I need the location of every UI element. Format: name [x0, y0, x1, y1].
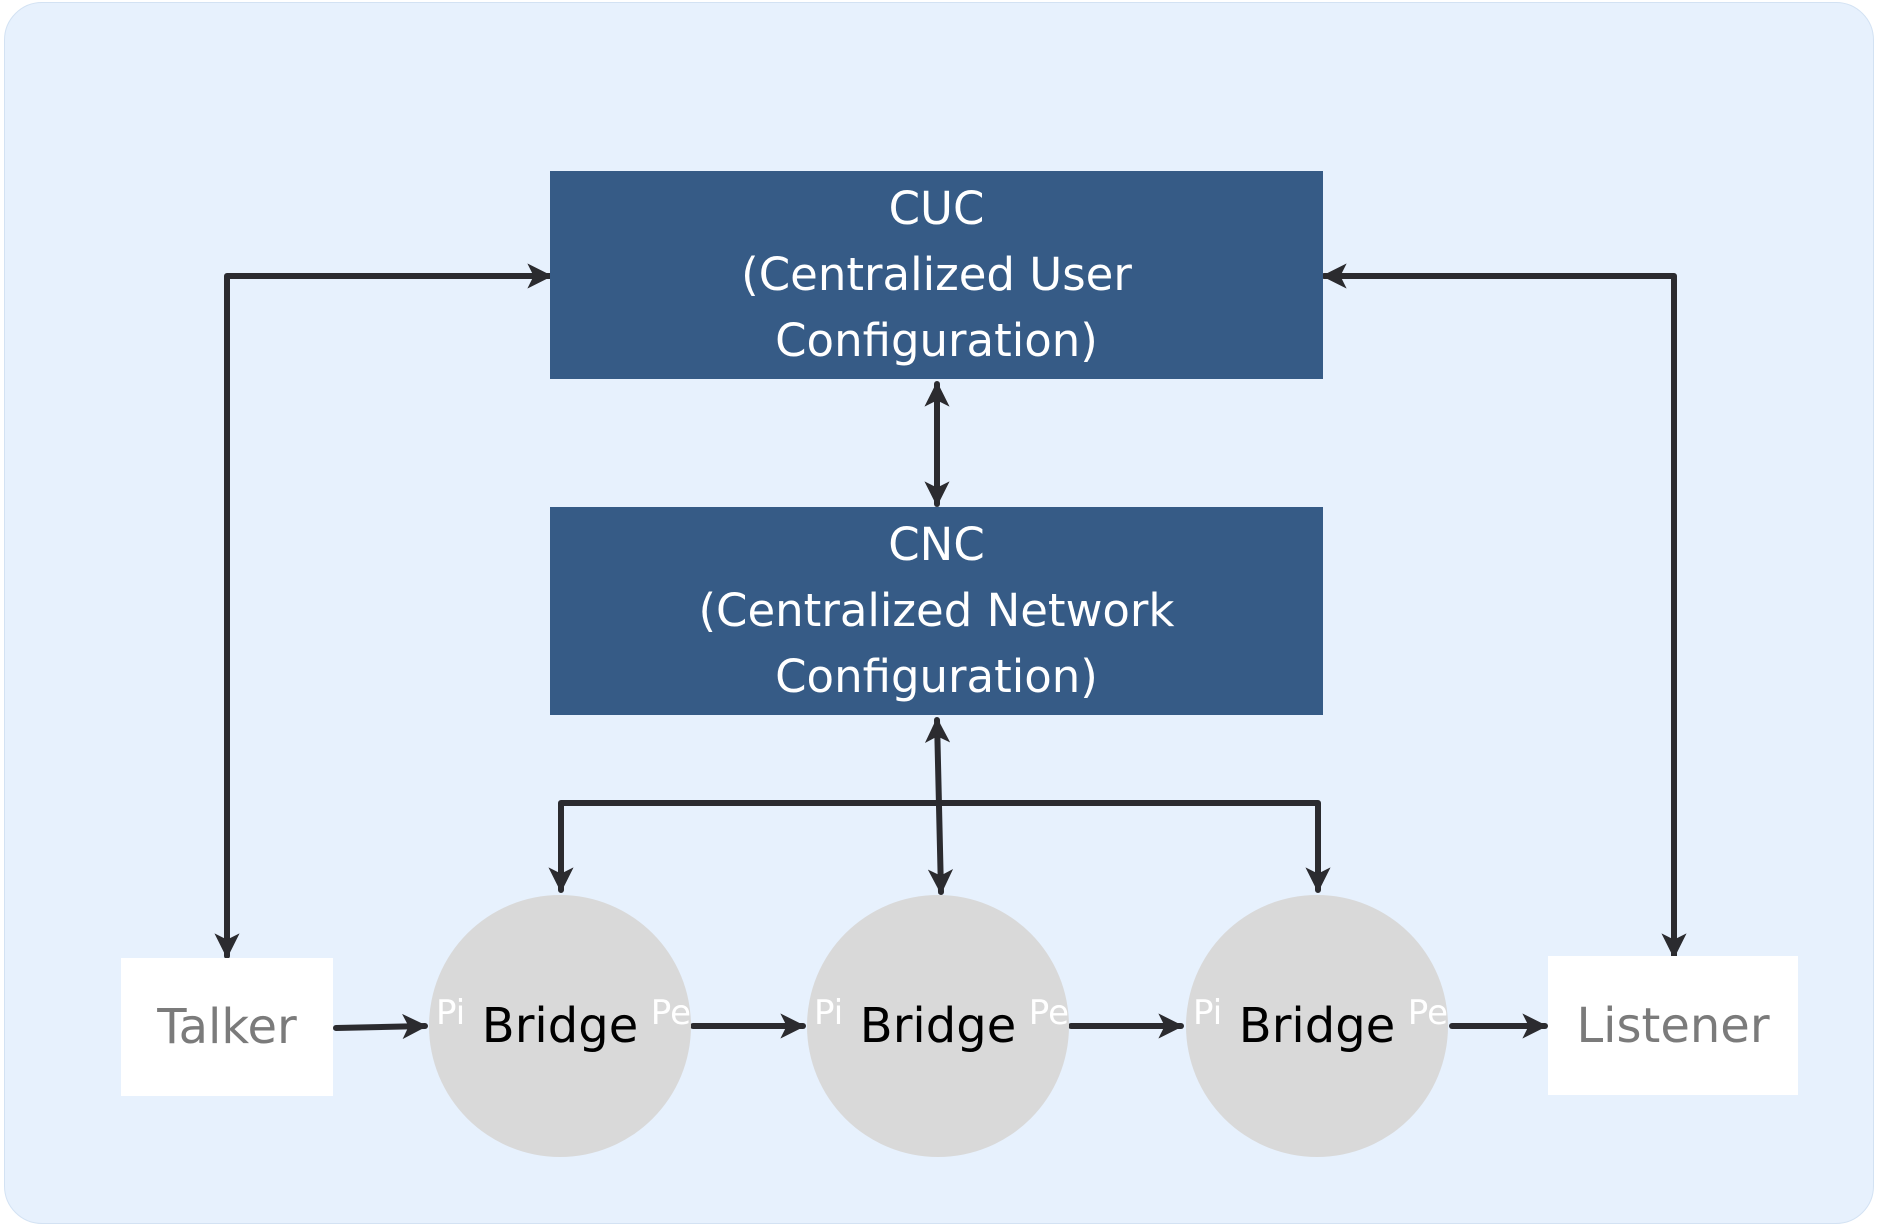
listener-label: Listener — [1576, 997, 1770, 1054]
bridge-label: Bridge — [481, 998, 639, 1054]
listener-box: Listener — [1548, 956, 1798, 1095]
bridge-node-3: Pi Bridge Pe — [1186, 895, 1448, 1157]
cnc-block: CNC (Centralized Network Configuration) — [550, 507, 1323, 715]
talker-label: Talker — [157, 999, 297, 1055]
ingress-port-label: Pi — [436, 993, 466, 1033]
talker-cuc-connector — [214, 263, 553, 959]
egress-port-label: Pe — [1407, 993, 1448, 1033]
talker-box: Talker — [121, 958, 333, 1096]
listener-cuc-connector — [1321, 263, 1687, 959]
talker-bridge1-link — [333, 1013, 428, 1040]
bridge-node-2: Pi Bridge Pe — [807, 895, 1069, 1157]
bridge-node-1: Pi Bridge Pe — [429, 895, 691, 1157]
cnc-title: CNC — [888, 518, 985, 571]
egress-port-label: Pe — [650, 993, 691, 1033]
cuc-subtitle-line2: Configuration) — [775, 314, 1098, 367]
egress-port-label: Pe — [1028, 993, 1069, 1033]
cnc-subtitle-line1: (Centralized Network — [698, 584, 1175, 637]
cuc-block: CUC (Centralized User Configuration) — [550, 171, 1323, 379]
bridge-label: Bridge — [1238, 998, 1396, 1054]
ingress-port-label: Pi — [814, 993, 844, 1033]
cnc-subtitle-line2: Configuration) — [775, 650, 1098, 703]
ingress-port-label: Pi — [1193, 993, 1223, 1033]
cuc-subtitle-line1: (Centralized User — [741, 248, 1132, 301]
cuc-title: CUC — [888, 182, 985, 235]
bridge-label: Bridge — [859, 998, 1017, 1054]
cnc-bridge1-bridge3-connector — [548, 800, 1331, 893]
